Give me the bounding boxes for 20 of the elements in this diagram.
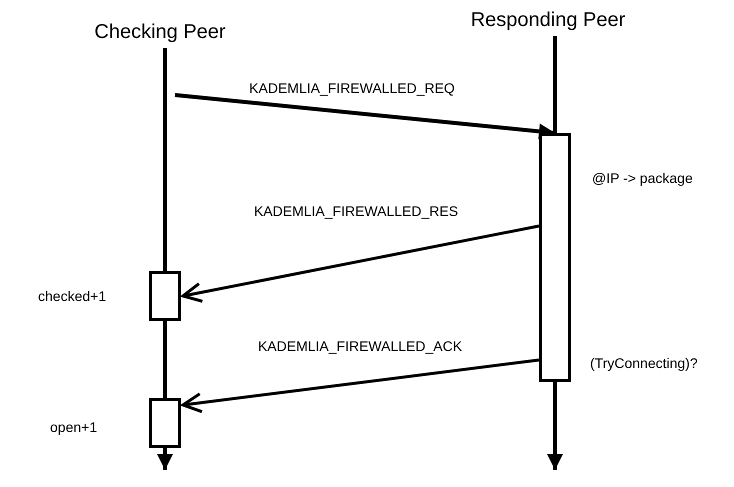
message-label: KADEMLIA_FIREWALLED_REQ: [249, 80, 455, 97]
activation-bar: [149, 398, 181, 448]
message-label: KADEMLIA_FIREWALLED_ACK: [258, 338, 462, 355]
annotation: @IP -> package: [592, 170, 693, 187]
annotation: checked+1: [38, 288, 106, 305]
lifeline: [163, 48, 167, 271]
message-arrow: [182, 358, 540, 414]
lifeline-header: Responding Peer: [468, 8, 628, 34]
lifeline-header: Checking Peer: [90, 20, 230, 46]
lifeline: [163, 321, 167, 398]
message-arrow: [182, 224, 540, 303]
lifeline-arrow: [547, 382, 563, 470]
annotation: open+1: [50, 419, 98, 436]
activation-bar: [539, 133, 571, 382]
lifeline-arrow: [157, 448, 173, 470]
lifeline-arrow: [174, 93, 556, 140]
message-label: KADEMLIA_FIREWALLED_RES: [254, 203, 458, 220]
annotation: (TryConnecting)?: [590, 355, 698, 372]
lifeline: [553, 36, 557, 133]
activation-bar: [149, 271, 181, 321]
